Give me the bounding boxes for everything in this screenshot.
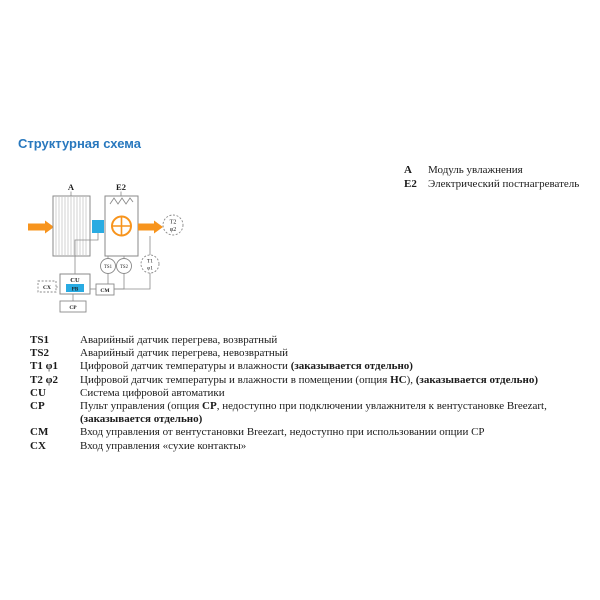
page-title: Структурная схема [18,136,141,151]
definition-term: CM [30,426,49,439]
module-a-label: A [68,182,75,192]
legend-desc: Электрический постнагреватель [428,177,580,190]
controller-cu-label: CU [70,277,80,284]
sensor-t1-label-line2: φ1 [147,266,153,272]
sensor-t1-circle [140,254,160,274]
definition-segment: (заказывается отдельно) [415,373,538,386]
definition-term: CU [30,386,46,399]
sensor-ts1-circle [100,258,116,274]
definition-segment: Цифровой датчик температуры и влажности … [80,373,391,386]
definition-segment: Вход управления «сухие контакты» [80,439,247,452]
definitions-list: TS1 Аварийный датчик перегрева, возвратны… [30,334,575,453]
cx-input-box [37,280,57,293]
definition-description: Система цифровой автоматики [80,387,575,400]
sensor-t2-label-line1: Т2 [170,220,177,226]
definition-segment: (заказывается отдельно) [290,360,413,373]
sensor-t1-label-line1: Т1 [147,259,153,265]
definition-row: CP Пульт управления (опция СР, недоступно… [30,400,575,426]
wiring-lines [56,233,151,301]
definition-row: Т1 φ1 Цифровой датчик температуры и влажн… [30,360,575,373]
sensor-t2-label-line2: φ2 [170,227,176,233]
definition-term: TS1 [30,334,49,346]
outlet-airflow-arrow-icon [138,220,163,234]
definition-segment: Аварийный датчик перегрева, возвратный [80,334,278,346]
cp-panel-box [59,300,87,313]
definition-description: Аварийный датчик перегрева, возвратный [80,334,575,347]
definition-row: TS1 Аварийный датчик перегрева, возвратны… [30,334,575,347]
humidifier-module-box [52,195,91,257]
cp-panel-label: CP [69,305,77,311]
definition-segment: Цифровой датчик температуры и влажности [80,360,291,373]
definition-row: CX Вход управления «сухие контакты» [30,440,575,453]
definition-row: TS2 Аварийный датчик перегрева, невозврат… [30,347,575,360]
definition-segment: , недоступно при подключении увлажнителя… [216,400,547,413]
definition-segment: Пульт управления (опция [80,400,203,413]
pb-module-label: РВ [72,287,79,292]
legend-row: E2 Электрический постнагреватель [404,178,579,192]
definition-row: CU Система цифровой автоматики [30,387,575,400]
definition-segment: Аварийный датчик перегрева, невозвратный [80,347,289,360]
reheater-e2-label: E2 [116,182,126,192]
definition-segment: ), [406,373,416,386]
inlet-airflow-arrow-icon [28,220,54,234]
cm-input-box [95,283,115,296]
legend-term: E2 [404,177,417,190]
diagram-svg: A E2 [28,182,184,313]
definition-segment: НС [390,373,407,386]
definition-segment: Система цифровой автоматики [80,386,225,399]
definition-description: Вход управления от вентустановки Breezar… [80,426,575,439]
cx-input-label: CX [43,285,51,291]
definition-row: Т2 φ2 Цифровой датчик температуры и влажн… [30,374,575,387]
definition-term: CX [30,439,46,452]
definition-term: TS2 [30,347,49,360]
definition-description: Цифровой датчик температуры и влажности … [80,374,575,387]
definition-description: Аварийный датчик перегрева, невозвратный [80,347,575,360]
legend-desc: Модуль увлажнения [428,164,523,176]
definition-term: CP [30,400,45,413]
legend-term: A [404,164,412,176]
humidifier-hatch-lines [55,197,87,255]
structural-diagram: A E2 [26,180,226,330]
pb-module-box [66,284,84,292]
legend-row: A Модуль увлажнения [404,164,579,178]
sensor-ts2-circle [116,258,132,274]
definition-segment: (заказывается отдельно) [80,413,203,426]
definition-row: CM Вход управления от вентустановки Breez… [30,426,575,439]
cm-input-label: CM [100,288,110,294]
definition-segment: Вход управления от вентустановки Breezar… [80,426,485,439]
sensor-ts2-label: TS2 [120,265,129,270]
sensor-ts1-label: TS1 [104,265,113,270]
definition-segment: СР [202,400,217,413]
definition-term: Т1 φ1 [30,360,58,373]
sensor-t2-circle [162,214,184,236]
definition-description: Пульт управления (опция СР, недоступно п… [80,400,575,426]
definition-description: Вход управления «сухие контакты» [80,440,575,453]
definition-term: Т2 φ2 [30,373,58,386]
valve-square [92,220,104,233]
definition-description: Цифровой датчик температуры и влажности … [80,360,575,373]
heating-element-zigzag-icon [109,197,134,205]
